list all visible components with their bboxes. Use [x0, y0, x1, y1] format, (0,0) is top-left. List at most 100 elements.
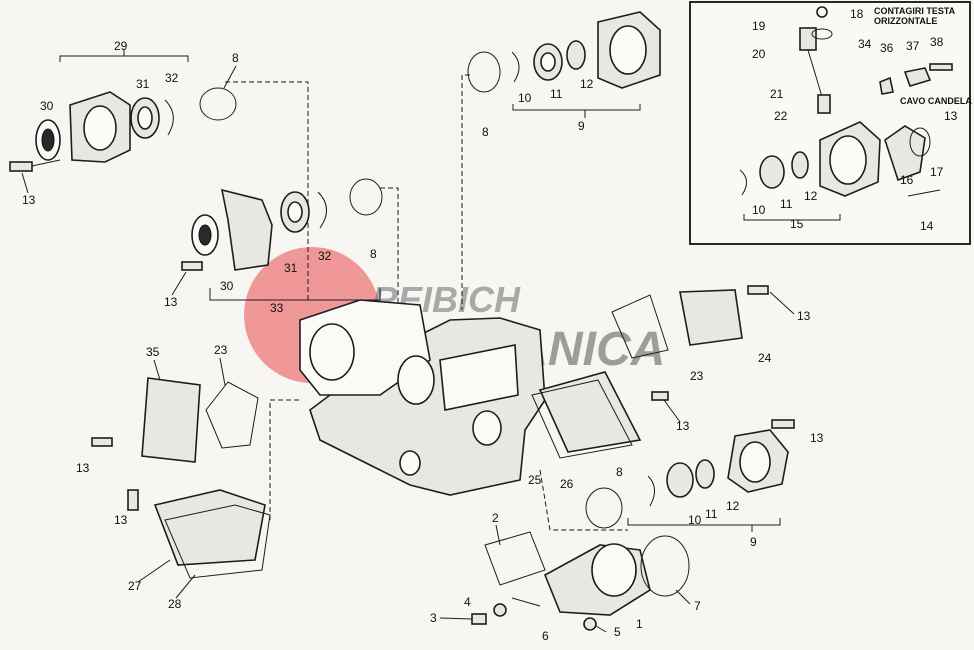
label-38: 38: [930, 35, 944, 49]
circlip-10i: [739, 169, 747, 196]
bracket-29: [59, 55, 189, 62]
label-7: 7: [694, 599, 701, 613]
label-6: 6: [542, 629, 549, 643]
bracket-37: [903, 67, 932, 87]
leader-23a: [219, 357, 226, 386]
leader-5: [595, 625, 607, 633]
leader-7: [675, 589, 691, 605]
label-29: 29: [114, 39, 128, 53]
bearing-11-inner: [540, 52, 556, 72]
screw-13f: [651, 391, 669, 401]
leader-8: [223, 65, 237, 89]
ring-12i: [791, 151, 809, 179]
screw-13g: [771, 419, 795, 429]
side-boss: [399, 450, 421, 476]
inset-caption-1: CONTAGIRI TESTA: [874, 6, 956, 16]
label-2: 2: [492, 511, 499, 525]
label-3: 3: [430, 611, 437, 625]
label-22: 22: [774, 109, 788, 123]
leader-13: [21, 172, 29, 194]
label-4: 4: [464, 595, 471, 609]
label-36: 36: [880, 41, 894, 55]
circlip-32b: [317, 191, 327, 229]
label-11i: 11: [780, 197, 793, 211]
bracket-9: [512, 104, 641, 111]
label-19: 19: [752, 19, 766, 33]
screw-13c: [91, 437, 113, 447]
leader-13e: [769, 291, 795, 315]
flange-bore-29: [83, 105, 117, 151]
washer-4: [493, 603, 507, 617]
circlip-10: [511, 51, 520, 83]
leader-3: [439, 617, 473, 620]
manifold-1-bore: [591, 543, 637, 597]
label-18: 18: [850, 7, 864, 21]
label-13c: 13: [76, 461, 90, 475]
label-33: 33: [270, 301, 284, 315]
cover-plate-26: [538, 371, 642, 453]
label-23b: 23: [690, 369, 704, 383]
label-1: 1: [636, 617, 643, 631]
label-13: 13: [22, 193, 36, 207]
cylinder-bore-left: [309, 323, 355, 381]
label-31: 31: [136, 77, 150, 91]
gasket-25: [531, 379, 633, 459]
label-31b: 31: [284, 261, 298, 275]
label-8: 8: [232, 51, 239, 65]
left-covers: 35 23 13 13 27 28: [76, 343, 300, 611]
label-37: 37: [906, 39, 920, 53]
o-ring-8c: [467, 51, 501, 93]
label-21: 21: [770, 87, 784, 101]
inset-frame: [689, 1, 971, 245]
label-8b: 8: [370, 247, 377, 261]
right-covers: 13 24 23 13 25 26: [528, 285, 811, 491]
label-26: 26: [560, 477, 574, 491]
label-27: 27: [128, 579, 142, 593]
bearing-31b-inner: [287, 201, 303, 223]
inset-caption-2: ORIZZONTALE: [874, 16, 937, 26]
assembly-path-27: [269, 399, 300, 520]
housing-9-bore: [609, 25, 647, 75]
cover-16: [884, 125, 926, 182]
screw-14: [907, 189, 941, 197]
label-10i: 10: [752, 203, 766, 217]
label-9b: 9: [750, 535, 757, 549]
screw-13e: [747, 285, 769, 295]
o-ring-8: [199, 87, 237, 121]
inset-box: CONTAGIRI TESTA ORIZZONTALE CAVO CANDELA…: [689, 1, 972, 245]
clip-36: [879, 76, 894, 95]
label-34: 34: [858, 37, 872, 51]
label-13f: 13: [676, 419, 690, 433]
label-17: 17: [930, 165, 944, 179]
label-8d: 8: [616, 465, 623, 479]
label-15: 15: [790, 217, 804, 231]
label-16: 16: [900, 173, 914, 187]
o-ring-8b: [349, 178, 383, 216]
label-8c: 8: [482, 125, 489, 139]
gasket-17: [909, 127, 931, 157]
bearing-set-right: 13 8 10 11 12 9: [539, 419, 824, 549]
bracket-15: [743, 214, 841, 221]
leader-28: [175, 574, 196, 599]
screw-38: [929, 63, 953, 71]
label-13d: 13: [114, 513, 128, 527]
o-ring-8d: [585, 487, 623, 529]
label-13g: 13: [810, 431, 824, 445]
label-23a: 23: [214, 343, 228, 357]
ring-12: [566, 40, 586, 70]
ring-12b: [695, 459, 715, 489]
label-11b: 11: [705, 507, 718, 521]
bearing-11b: [666, 462, 694, 498]
leader-27: [137, 559, 171, 583]
leader-2: [495, 524, 501, 546]
label-30: 30: [40, 99, 54, 113]
label-35: 35: [146, 345, 160, 359]
gasket-2: [484, 531, 546, 586]
housing-9b-bore: [739, 441, 771, 483]
label-13i: 13: [944, 109, 958, 123]
label-32: 32: [165, 71, 179, 85]
cover-plate-27: [153, 489, 266, 566]
label-12b: 12: [726, 499, 740, 513]
